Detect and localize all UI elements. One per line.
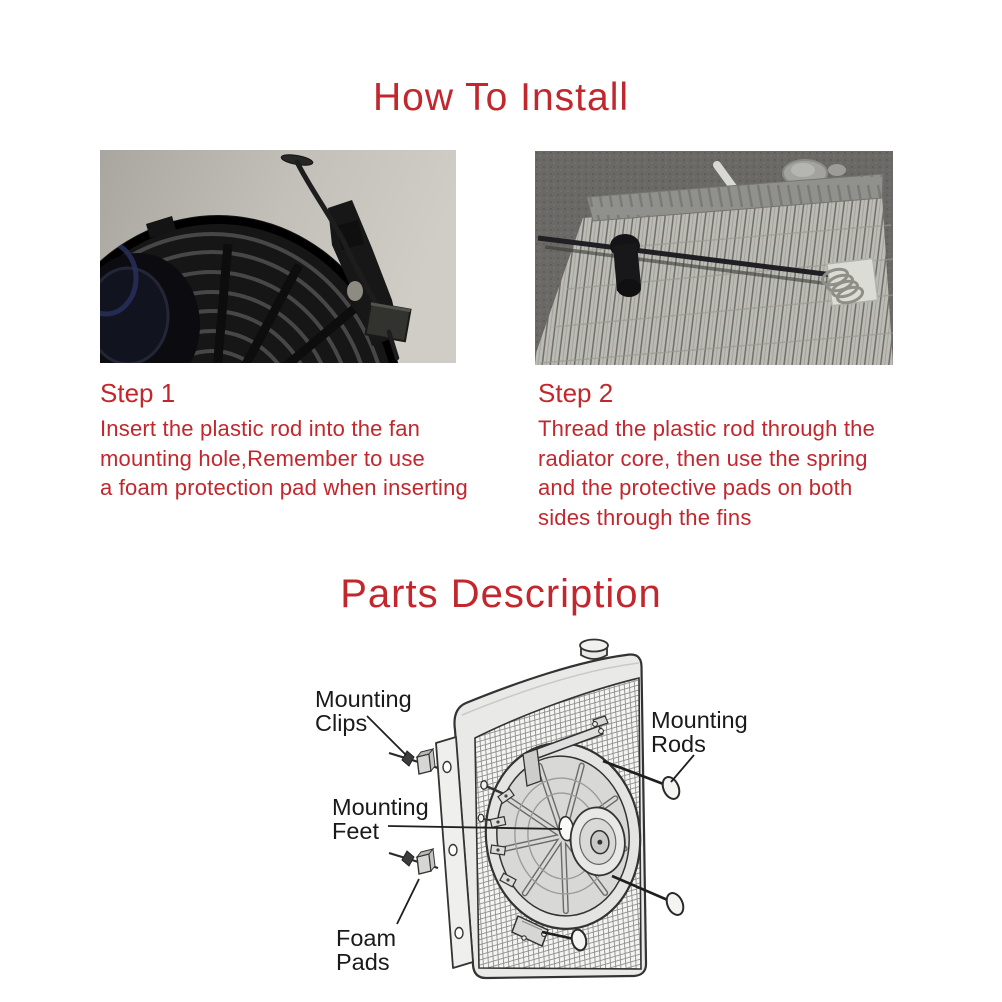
step2-heading: Step 2 — [538, 378, 614, 408]
fan-grille-spokes — [207, 243, 357, 363]
leader-mounting-clips — [366, 715, 407, 756]
fan-hub — [569, 806, 626, 877]
label-foam-pads-2: Pads — [336, 949, 390, 975]
electric-fan — [100, 200, 405, 363]
leader-mounting-feet — [387, 825, 563, 830]
fan-top-bracket — [522, 715, 609, 787]
label-foam-pads-1: Foam — [336, 925, 396, 951]
label-mounting-clips-1: Mounting — [315, 686, 412, 712]
black-clip — [610, 234, 641, 297]
step1-line1: Insert the plastic rod into the fan — [100, 416, 421, 441]
tank-highlight — [461, 662, 640, 716]
fan-grille-rings — [100, 232, 390, 363]
parts-title: Parts Description — [340, 572, 662, 616]
parts-diagram: Mounting Clips Mounting Rods Mounting Fe… — [290, 633, 770, 1002]
label-mounting-clips-2: Clips — [315, 710, 367, 736]
step1-line3: a foam protection pad when inserting — [100, 475, 468, 500]
step1-text-block: Step 1 Insert the plastic rod into the f… — [100, 378, 530, 503]
foam-pad-lower — [387, 847, 440, 876]
plastic-rod — [537, 235, 834, 286]
mounting-clip-upper — [387, 747, 440, 776]
mounting-hole — [347, 281, 363, 301]
leader-mounting-rods — [670, 754, 695, 783]
install-title: How To Install — [372, 76, 630, 119]
step2-text-block: Step 2 Thread the plastic rod through th… — [538, 378, 968, 532]
fan-illustration — [484, 742, 642, 930]
label-mounting-rods-2: Rods — [651, 731, 706, 757]
step2-line4: sides through the fins — [538, 504, 752, 530]
step2-photo — [535, 151, 893, 365]
step2-line2: radiator core, then use the spring — [538, 445, 868, 471]
white-fitting — [713, 161, 737, 191]
fan-top-tab — [146, 216, 176, 238]
spring-coil — [820, 267, 865, 305]
foam-pad — [364, 301, 412, 343]
leader-lines — [366, 715, 695, 925]
step1-line2: mounting hole,Remember to use — [100, 445, 425, 471]
label-mounting-rods-1: Mounting — [651, 707, 748, 733]
step2-line1: Thread the plastic rod through the — [538, 416, 876, 441]
rod-tip — [386, 329, 400, 361]
leader-foam-pads — [396, 878, 420, 925]
step1-heading: Step 1 — [100, 378, 176, 408]
tank-texture — [587, 174, 883, 221]
spring-and-pad — [820, 257, 879, 307]
side-mount-strip — [435, 736, 474, 969]
mounting-feet-parts — [477, 780, 517, 888]
part-labels: Mounting Clips Mounting Rods Mounting Fe… — [315, 686, 748, 975]
step2-line3: and the protective pads on both — [538, 475, 853, 500]
label-mounting-feet-2: Feet — [332, 818, 379, 844]
mounting-rod-parts — [541, 759, 685, 952]
filler-cap — [579, 638, 609, 653]
plastic-rod — [280, 154, 391, 329]
step1-photo — [100, 150, 456, 363]
label-mounting-feet-1: Mounting — [332, 794, 429, 820]
